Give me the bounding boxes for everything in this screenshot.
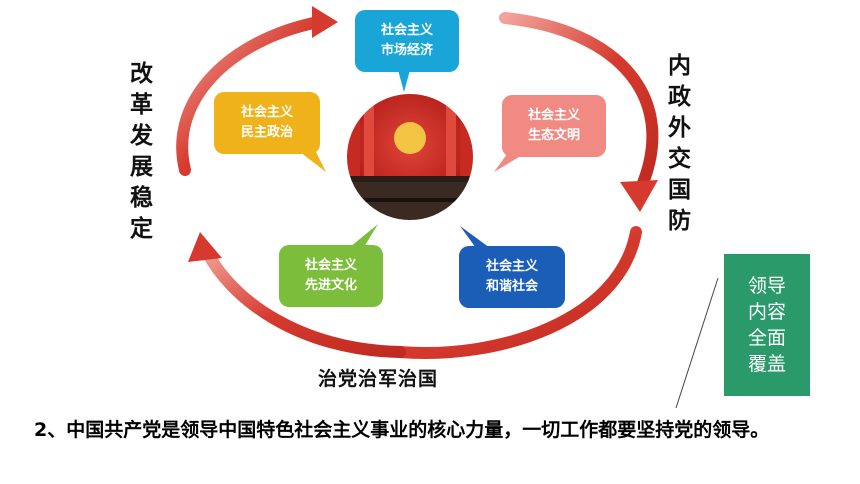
left-char: 发 <box>130 122 153 149</box>
left-char: 展 <box>130 153 153 180</box>
bottom-cycle-label: 治党治军治国 <box>318 368 439 390</box>
coverage-line: 内容 <box>747 301 786 323</box>
right-vertical-label: 内 政 外 交 国 防 <box>668 52 691 234</box>
arrow-bottom-right <box>394 226 642 359</box>
bubble-tail-democracy <box>300 148 326 172</box>
bubble-line: 社会主义 <box>304 258 357 273</box>
bubble-line: 社会主义 <box>240 105 293 120</box>
arrowhead-top-right <box>620 180 658 212</box>
left-char: 改 <box>130 60 153 87</box>
cycle-arrows <box>176 6 659 359</box>
bubble-line: 和谐社会 <box>485 279 538 294</box>
bubble-line: 社会主义 <box>380 23 433 38</box>
bubble-line: 社会主义 <box>485 259 538 274</box>
right-char: 防 <box>668 207 691 234</box>
arrow-bottom-left <box>199 242 406 358</box>
left-char: 定 <box>130 215 153 242</box>
left-char: 革 <box>130 91 153 118</box>
arrow-top-left <box>176 16 324 176</box>
arrowhead-top-left <box>312 6 338 38</box>
right-char: 外 <box>668 114 691 141</box>
left-vertical-label: 改 革 发 展 稳 定 <box>130 60 153 242</box>
coverage-box: 领导 内容 全面 覆盖 <box>724 254 810 396</box>
bubble-line: 民主政治 <box>240 125 293 140</box>
right-char: 交 <box>668 145 691 172</box>
bubble-line: 生态文明 <box>527 128 580 143</box>
bubble-line: 社会主义 <box>527 108 580 123</box>
callout-line <box>675 277 719 409</box>
center-photo <box>345 92 475 222</box>
bubble-democracy: 社会主义 民主政治 <box>214 92 320 154</box>
party-emblem-icon <box>394 122 426 154</box>
coverage-line: 全面 <box>747 327 786 349</box>
bubble-ecology: 社会主义 生态文明 <box>502 95 606 157</box>
right-char: 国 <box>668 176 691 203</box>
bubble-market-economy: 社会主义 市场经济 <box>355 10 459 72</box>
statement-text: 2、中国共产党是领导中国特色社会主义事业的核心力量，一切工作都要坚持党的领导。 <box>34 419 770 441</box>
left-char: 稳 <box>130 184 153 211</box>
bubble-tail-culture <box>350 224 378 247</box>
bubble-harmony: 社会主义 和谐社会 <box>459 246 565 308</box>
bubble-line: 先进文化 <box>304 278 357 293</box>
bubble-culture: 社会主义 先进文化 <box>279 245 383 307</box>
coverage-line: 领导 <box>747 275 786 297</box>
right-char: 内 <box>668 52 691 79</box>
right-char: 政 <box>668 83 691 110</box>
coverage-line: 覆盖 <box>747 353 786 375</box>
bubble-tail-harmony <box>460 226 490 248</box>
bubble-line: 市场经济 <box>380 43 433 58</box>
arrowhead-bottom-left <box>188 232 222 262</box>
bubble-tail-market <box>398 70 410 92</box>
arrow-top-right <box>499 12 659 196</box>
